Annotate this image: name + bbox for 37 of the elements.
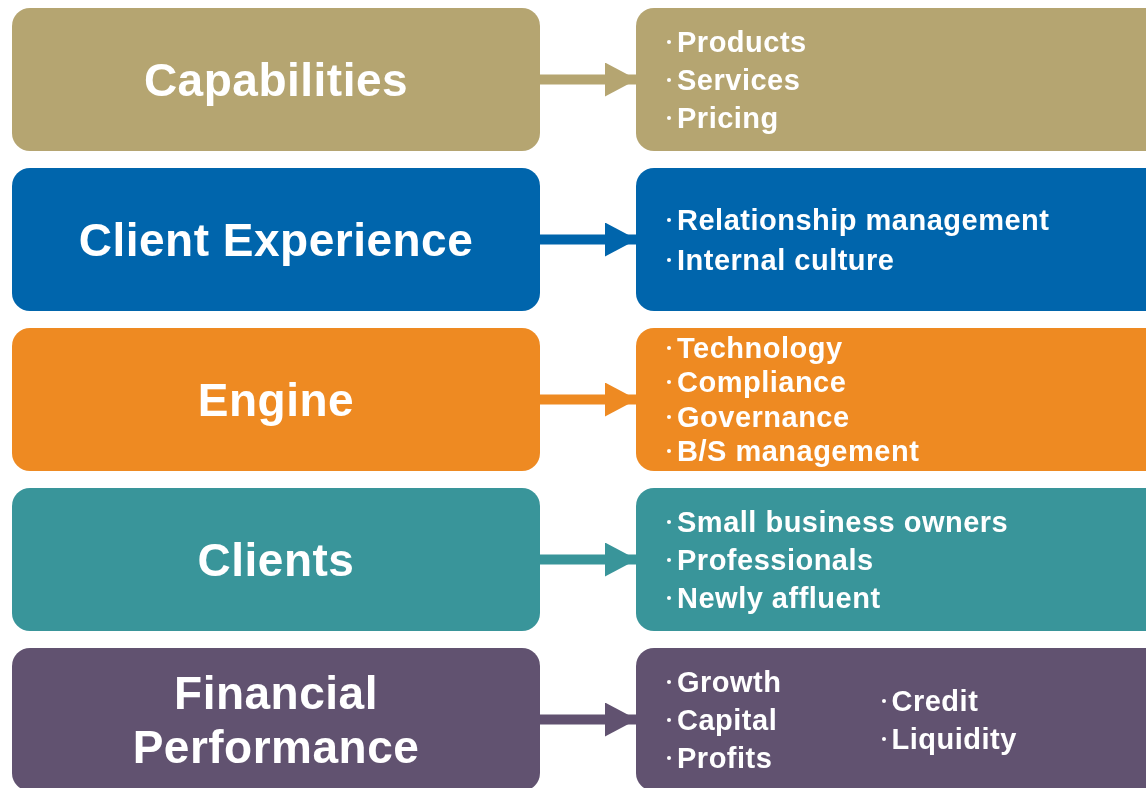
list-item: B/S management: [677, 434, 920, 469]
list-item: Liquidity: [891, 721, 1017, 757]
category-box: [12, 168, 540, 311]
arrow: [540, 702, 637, 737]
category-title: Client Experience: [77, 212, 475, 267]
list-item: Products: [677, 24, 807, 60]
list-item: Technology: [677, 330, 843, 365]
list-item: Pricing: [677, 100, 779, 136]
list-item: Credit: [891, 683, 979, 719]
list-item: Newly affluent: [677, 580, 881, 616]
detail-box: [636, 168, 1146, 311]
detail-box: [636, 8, 1146, 151]
category-box: [12, 488, 540, 631]
detail-box: [636, 328, 1146, 471]
list-item: Professionals: [677, 542, 874, 578]
category-box: [12, 648, 540, 788]
list-item: Growth: [677, 664, 782, 700]
arrow: [540, 222, 637, 257]
category-title: Engine: [196, 372, 356, 427]
category-box: [12, 8, 540, 151]
category-title: Capabilities: [142, 52, 410, 107]
list-item: Capital: [677, 702, 778, 738]
list-item: Relationship management: [677, 202, 1050, 238]
list-item: Compliance: [677, 365, 847, 400]
arrow: [540, 62, 637, 97]
arrow: [540, 382, 637, 417]
category-title: Financial Performance: [131, 665, 421, 774]
category-title: Clients: [196, 532, 356, 587]
list-item: Governance: [677, 399, 850, 434]
detail-box: [636, 488, 1146, 631]
detail-box: [636, 648, 1146, 788]
list-item: Services: [677, 62, 801, 98]
list-item: Small business owners: [677, 504, 1009, 540]
list-item: Profits: [677, 740, 773, 776]
list-item: Internal culture: [677, 242, 895, 278]
category-box: [12, 328, 540, 471]
arrow: [540, 542, 637, 577]
